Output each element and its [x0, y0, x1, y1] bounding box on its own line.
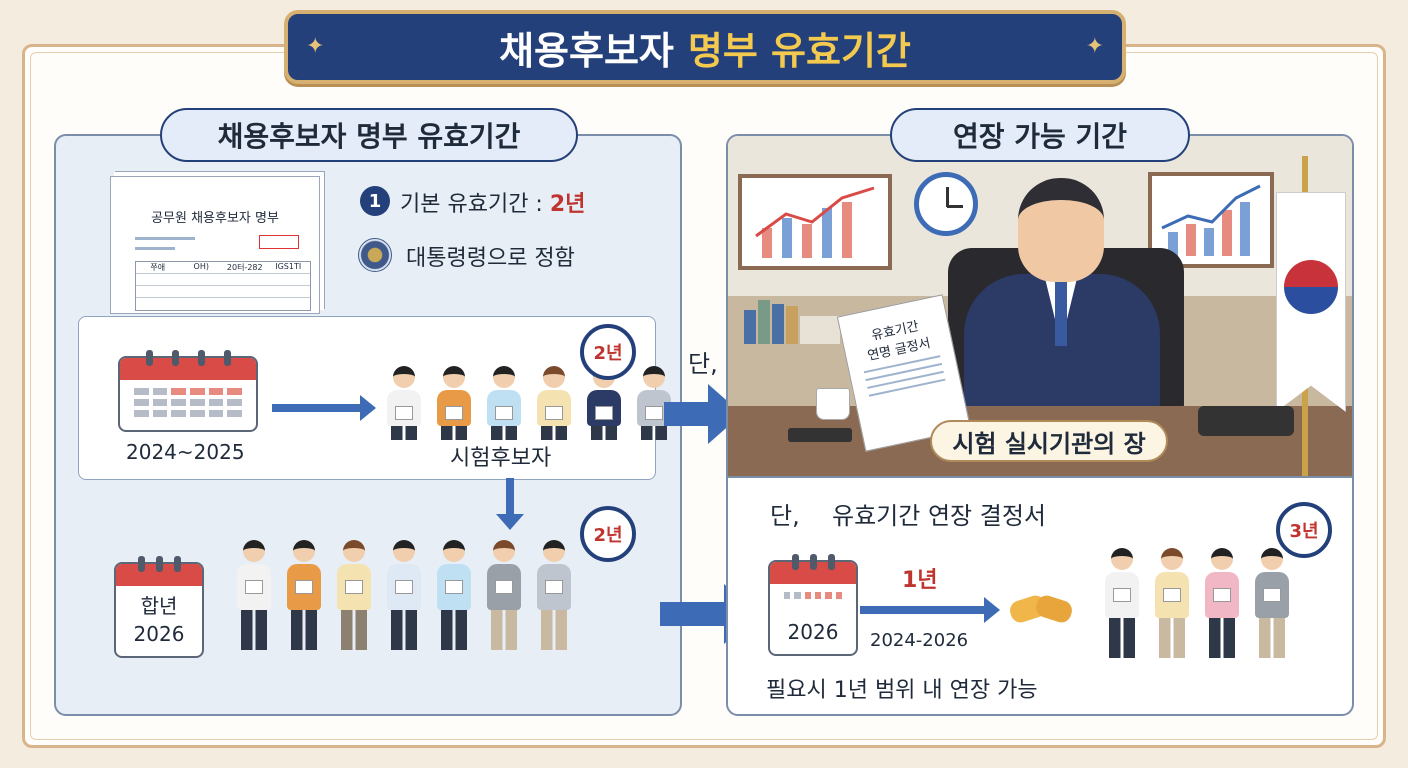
dan-label: 단,: [688, 350, 718, 378]
title-banner: ✦ 채용후보자 명부 유효기간 ✦: [284, 10, 1126, 84]
tablet-icon: [788, 428, 852, 442]
person-figure: [1250, 548, 1294, 658]
table-cell: OH): [193, 262, 209, 271]
chart-board-icon: [738, 174, 892, 270]
exam-head-label: 시험 실시기관의 장: [930, 420, 1168, 462]
extension-document-label: 유효기간 연장 결정서: [832, 502, 1046, 530]
person-figure: [432, 540, 476, 650]
office-scene: 유효기간 연명 글정서: [728, 136, 1352, 476]
document-title: 공무원 채용후보자 명부: [151, 211, 279, 226]
chart-board-icon: [1148, 172, 1274, 268]
document-line: [135, 237, 195, 240]
document-table: 쭈애 OH) 20터-282 IGS1TI: [135, 261, 311, 311]
candidates-group: [382, 366, 676, 440]
right-arrow-icon: [272, 395, 376, 421]
person-figure: [432, 366, 476, 440]
table-cell: 쭈애: [150, 263, 166, 272]
basic-period-text: 기본 유효기간 : 2년: [400, 186, 585, 218]
passed-candidates-group: [232, 540, 576, 650]
table-cell: IGS1TI: [275, 262, 302, 271]
person-figure: [232, 540, 276, 650]
table-cell: 20터-282: [226, 263, 263, 272]
wall-clock-icon: [914, 172, 978, 236]
document-table-row: [136, 286, 310, 298]
calendar-icon: [114, 556, 204, 658]
person-figure: [382, 540, 426, 650]
right-arrow-icon: [860, 597, 1000, 623]
taegeuk-icon: [1284, 260, 1338, 314]
one-year-label: 1년: [902, 568, 938, 593]
banner-title-gold: 명부 유효기간: [687, 28, 911, 73]
document-line: [135, 247, 175, 250]
calendar-text-line: 2026: [133, 622, 185, 646]
official-figure: [1018, 178, 1104, 282]
presidential-seal-icon: [358, 238, 392, 272]
left-panel-title: 채용후보자 명부 유효기간: [160, 108, 578, 162]
right-arrow-icon: [664, 384, 742, 444]
banner-title-white: 채용후보자: [499, 28, 674, 73]
handshake-icon: [1007, 590, 1075, 630]
extension-note: 필요시 1년 범위 내 연장 가능: [766, 678, 1038, 703]
extended-candidates-group: [1100, 548, 1294, 658]
decree-text: 대통령령으로 정함: [406, 246, 575, 271]
sparkle-icon: ✦: [306, 34, 325, 59]
person-figure: [332, 540, 376, 650]
item-number-badge: 1: [360, 186, 390, 216]
calendar-year: 2026: [787, 620, 839, 644]
person-figure: [482, 366, 526, 440]
clock-badge-icon: 3년: [1276, 502, 1332, 558]
chart-icon: [1161, 184, 1261, 256]
calendar-icon: [118, 350, 258, 432]
person-figure: [282, 540, 326, 650]
clock-badge-icon: 2년: [580, 506, 636, 562]
person-figure: [532, 366, 576, 440]
official-tie: [1055, 282, 1067, 346]
chart-icon: [755, 186, 875, 258]
document-table-header: 쭈애 OH) 20터-282 IGS1TI: [136, 262, 310, 274]
books-icon: [744, 300, 840, 344]
candidates-label: 시험후보자: [450, 446, 552, 471]
calendar-period-label: 2024~2025: [126, 440, 245, 464]
dan-label: 단,: [770, 502, 800, 530]
divider: [728, 476, 1352, 478]
calendar-text-line: 합년: [140, 594, 178, 618]
extended-range-label: 2024-2026: [870, 630, 969, 651]
person-figure: [382, 366, 426, 440]
candidate-list-document: 공무원 채용후보자 명부 쭈애 OH) 20터-282 IGS1TI: [110, 176, 320, 314]
mug-icon: [816, 388, 850, 420]
basic-period-value: 2년: [549, 192, 586, 217]
right-panel-title: 연장 가능 기간: [890, 108, 1190, 162]
person-figure: [1100, 548, 1144, 658]
clock-badge-icon: 2년: [580, 324, 636, 380]
person-figure: [1150, 548, 1194, 658]
calendar-icon: [768, 554, 858, 656]
basic-period-label: 기본 유효기간 :: [400, 192, 550, 217]
person-figure: [1200, 548, 1244, 658]
person-figure: [482, 540, 526, 650]
document-table-row: [136, 274, 310, 286]
sparkle-icon: ✦: [1085, 34, 1104, 59]
person-figure: [532, 540, 576, 650]
desk-phone-icon: [1198, 406, 1294, 436]
down-arrow-icon: [496, 478, 524, 530]
calendar-year-text: 합년 2026: [114, 592, 204, 648]
red-stamp-icon: [259, 235, 299, 249]
